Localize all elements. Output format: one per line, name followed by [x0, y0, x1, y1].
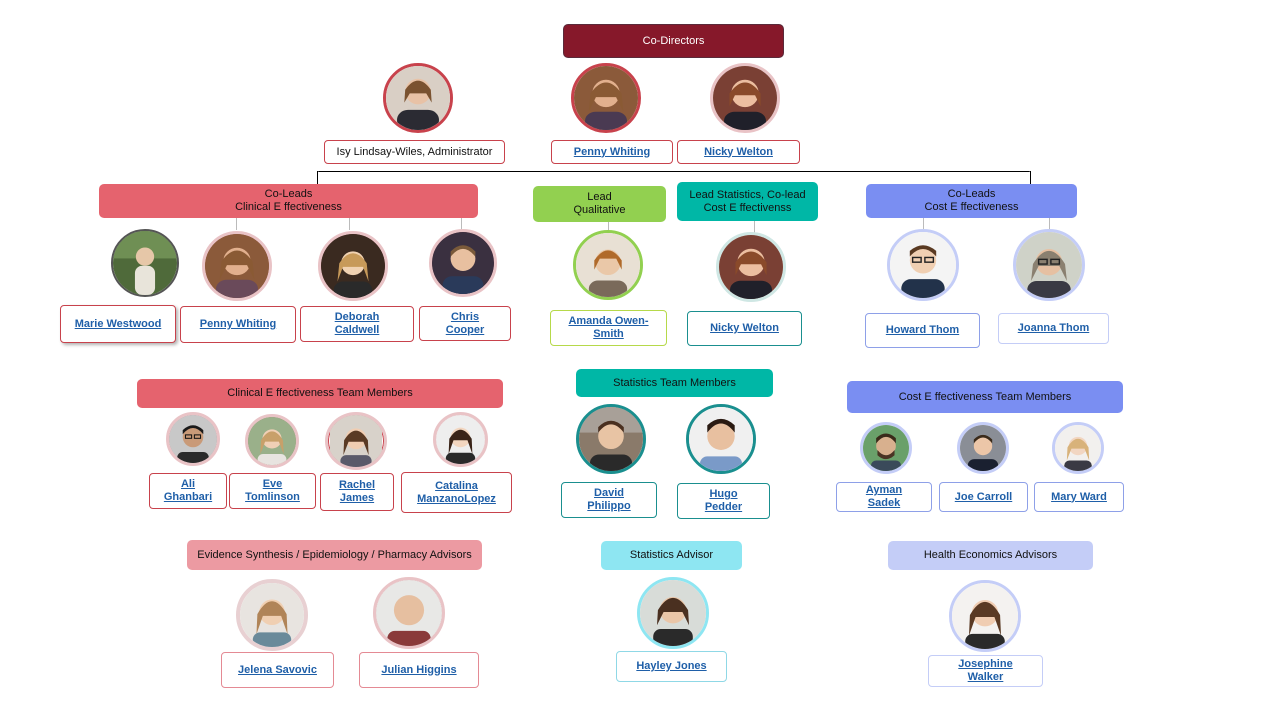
- statistics-team-header: Statistics Team Members: [576, 369, 773, 397]
- health-economics-advisors-header: Health Economics Advisors: [888, 541, 1093, 570]
- avatar-marie-westwood: [111, 229, 179, 297]
- avatar-rachel-james: [325, 412, 387, 470]
- joe-carroll-link[interactable]: Joe Carroll: [939, 482, 1028, 512]
- director-nicky-welton-link[interactable]: Nicky Welton: [677, 140, 800, 164]
- tick: [349, 218, 350, 230]
- avatar-hayley-jones: [637, 577, 709, 649]
- avatar-joanna-thom: [1013, 229, 1085, 301]
- avatar-julian-higgins: [373, 577, 445, 649]
- mary-ward-link[interactable]: Mary Ward: [1034, 482, 1124, 512]
- clinical-advisors-header: Evidence Synthesis / Epidemiology / Phar…: [187, 540, 482, 570]
- hayley-jones-link[interactable]: Hayley Jones: [616, 651, 727, 682]
- avatar-penny-whiting: [202, 231, 272, 301]
- qualitative-lead-header: Lead Qualitative: [533, 186, 666, 222]
- hugo-pedder-link[interactable]: Hugo Pedder: [677, 483, 770, 519]
- connector-left: [317, 171, 318, 185]
- connector-right: [1030, 171, 1031, 185]
- avatar-howard-thom: [887, 229, 959, 301]
- cost-team-header: Cost E ffectiveness Team Members: [847, 381, 1123, 413]
- co-directors-title: Co-Directors: [642, 34, 705, 47]
- jelena-savovic-link[interactable]: Jelena Savovic: [221, 652, 334, 688]
- avatar-eve-tomlinson: [245, 414, 299, 468]
- julian-higgins-link[interactable]: Julian Higgins: [359, 652, 479, 688]
- cost-leads-header: Co-Leads Cost E ffectiveness: [866, 184, 1077, 218]
- avatar-amanda-owen-smith: [573, 230, 643, 300]
- tick: [461, 218, 462, 230]
- deborah-caldwell-link[interactable]: Deborah Caldwell: [300, 306, 414, 342]
- catalina-manzanolopez-link[interactable]: Catalina ManzanoLopez: [401, 472, 512, 513]
- penny-whiting-lead-link[interactable]: Penny Whiting: [180, 306, 296, 343]
- rachel-james-link[interactable]: Rachel James: [320, 473, 394, 511]
- co-directors-header: Co-Directors: [563, 24, 784, 58]
- ali-ghanbari-link[interactable]: Ali Ghanbari: [149, 473, 227, 509]
- tick: [754, 221, 755, 233]
- amanda-owen-smith-link[interactable]: Amanda Owen- Smith: [550, 310, 667, 346]
- marie-westwood-link[interactable]: Marie Westwood: [60, 305, 176, 343]
- avatar-mary-ward: [1052, 422, 1104, 474]
- avatar-ayman-sadek: [860, 422, 912, 474]
- avatar-hugo-pedder: [686, 404, 756, 474]
- statistics-advisor-header: Statistics Advisor: [601, 541, 742, 570]
- avatar-catalina-manzanolopez: [433, 412, 488, 467]
- avatar-penny-whiting-director: [571, 63, 641, 133]
- chris-cooper-link[interactable]: Chris Cooper: [419, 306, 511, 341]
- tick: [608, 222, 609, 232]
- eve-tomlinson-link[interactable]: Eve Tomlinson: [229, 473, 316, 509]
- clinical-team-header: Clinical E ffectiveness Team Members: [137, 379, 503, 408]
- director-penny-whiting-link[interactable]: Penny Whiting: [551, 140, 673, 164]
- avatar-nicky-welton-lead: [716, 232, 786, 302]
- tick: [1049, 218, 1050, 230]
- avatar-chris-cooper: [429, 229, 497, 297]
- josephine-walker-link[interactable]: Josephine Walker: [928, 655, 1043, 687]
- tick: [236, 218, 237, 230]
- tick: [923, 218, 924, 230]
- connector-top: [318, 171, 1030, 172]
- statistics-lead-header: Lead Statistics, Co-lead Cost E ffective…: [677, 182, 818, 221]
- avatar-david-philippo: [576, 404, 646, 474]
- joanna-thom-link[interactable]: Joanna Thom: [998, 313, 1109, 344]
- avatar-josephine-walker: [949, 580, 1021, 652]
- admin-name: Isy Lindsay-Wiles, Administrator: [324, 140, 505, 164]
- david-philippo-link[interactable]: David Philippo: [561, 482, 657, 518]
- avatar-deborah-caldwell: [318, 231, 388, 301]
- ayman-sadek-link[interactable]: Ayman Sadek: [836, 482, 932, 512]
- avatar-isy-lindsay-wiles: [383, 63, 453, 133]
- nicky-welton-lead-link[interactable]: Nicky Welton: [687, 311, 802, 346]
- clinical-leads-header: Co-Leads Clinical E ffectiveness: [99, 184, 478, 218]
- avatar-jelena-savovic: [236, 579, 308, 651]
- avatar-nicky-welton-director: [710, 63, 780, 133]
- howard-thom-link[interactable]: Howard Thom: [865, 313, 980, 348]
- avatar-joe-carroll: [957, 422, 1009, 474]
- avatar-ali-ghanbari: [166, 412, 220, 466]
